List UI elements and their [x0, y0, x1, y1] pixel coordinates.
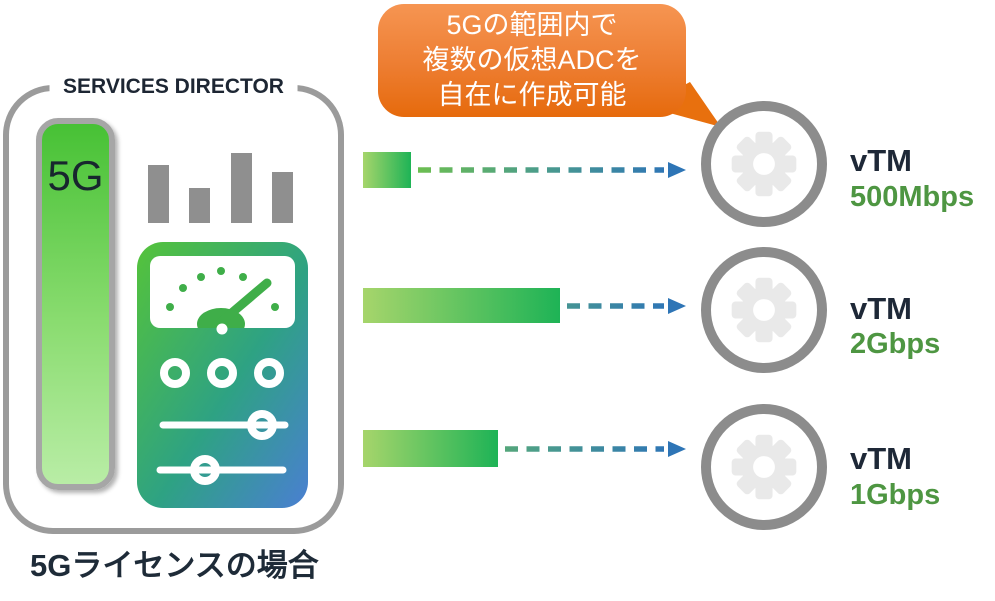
vtm-label: vTM	[850, 291, 912, 326]
bar-chart-bar	[189, 188, 211, 223]
vtm-speed: 500Mbps	[850, 181, 975, 213]
gear-icon	[731, 434, 797, 500]
bar-chart-bar	[148, 165, 169, 223]
vtm-node	[701, 247, 827, 373]
gauge-needle	[216, 278, 272, 327]
arrow-head	[668, 298, 686, 314]
services-director-title: SERVICES DIRECTOR	[49, 74, 298, 100]
bar-chart-bar	[271, 172, 293, 223]
arrow-head	[668, 441, 686, 457]
bar-chart-icon	[148, 153, 293, 223]
license-case-caption: 5Gライセンスの場合	[30, 548, 319, 583]
bar-chart-bar	[230, 153, 252, 223]
meter-sliders	[156, 410, 289, 485]
meter-knobs	[160, 358, 284, 388]
gear-icon	[731, 131, 797, 197]
bandwidth-bar	[363, 430, 498, 467]
bandwidth-bar	[363, 152, 411, 188]
gauge-panel	[150, 256, 295, 328]
vtm-node	[701, 101, 827, 227]
bandwidth-bar	[363, 288, 560, 323]
speech-bubble-tail	[644, 82, 721, 127]
vtm-speed: 1Gbps	[850, 479, 941, 511]
callout-bubble: 5Gの範囲内で 複数の仮想ADCを 自在に作成可能	[378, 4, 686, 117]
vtm-speed: 2Gbps	[850, 328, 941, 360]
vtm-label: vTM	[850, 441, 912, 476]
gauge-dots	[166, 267, 279, 311]
callout-line: 複数の仮想ADCを	[422, 45, 642, 75]
license-5g-label: 5G	[47, 152, 104, 199]
vtm-node	[701, 404, 827, 530]
callout-line: 自在に作成可能	[437, 80, 627, 110]
performance-meter-icon	[137, 242, 308, 508]
license-5g-bar: 5G	[36, 118, 115, 490]
callout-line: 5Gの範囲内で	[446, 10, 618, 40]
gear-icon	[731, 277, 797, 343]
services-director-box: SERVICES DIRECTOR	[3, 74, 344, 534]
arrow-head	[668, 162, 686, 178]
vtm-label: vTM	[850, 143, 912, 178]
